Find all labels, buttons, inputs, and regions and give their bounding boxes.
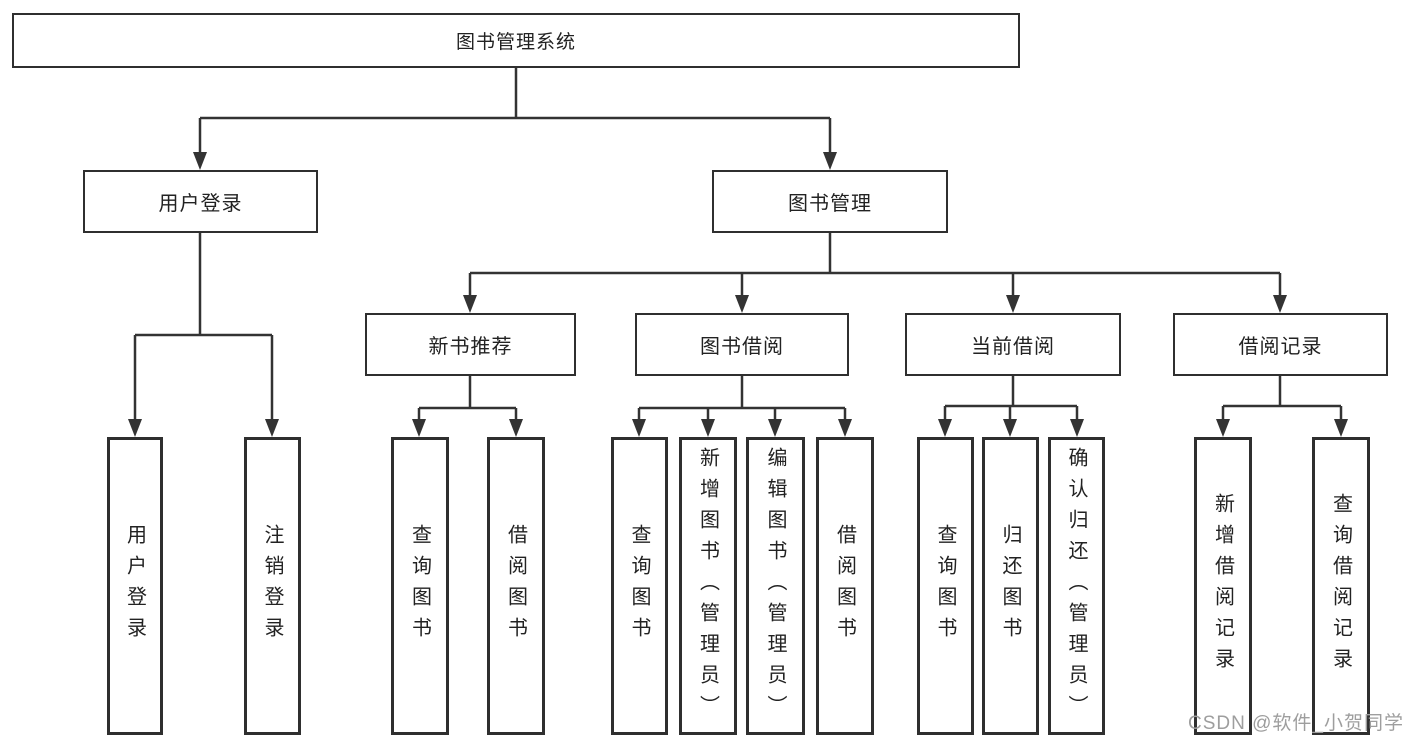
node-current-borrowing: 当前借阅 <box>905 313 1121 376</box>
arrow-icon <box>823 152 837 170</box>
arrow-icon <box>509 419 523 437</box>
arrow-icon <box>1003 419 1017 437</box>
connector-book-management <box>468 233 1282 295</box>
arrow-icon <box>463 295 477 313</box>
connector-user-login <box>133 233 274 419</box>
leaf-borrow-books-borrowing: 借阅图书 <box>816 437 874 735</box>
node-library-management-system: 图书管理系统 <box>12 13 1020 68</box>
leaf-query-borrow-record: 查询借阅记录 <box>1312 437 1370 735</box>
leaf-logout: 注销登录 <box>244 437 301 735</box>
arrow-icon <box>265 419 279 437</box>
connector-current-borrowing <box>943 376 1079 419</box>
leaf-return-books: 归还图书 <box>982 437 1039 735</box>
leaf-query-books-recommend: 查询图书 <box>391 437 449 735</box>
arrow-icon <box>1006 295 1020 313</box>
arrow-icon <box>193 152 207 170</box>
node-book-borrowing: 图书借阅 <box>635 313 849 376</box>
node-user-login: 用户登录 <box>83 170 318 233</box>
arrow-icon <box>735 295 749 313</box>
leaf-add-borrow-record: 新增借阅记录 <box>1194 437 1252 735</box>
node-book-management: 图书管理 <box>712 170 948 233</box>
leaf-edit-book-admin: 编辑图书（管理员） <box>746 437 805 735</box>
connector-root <box>198 68 832 152</box>
arrow-icon <box>128 419 142 437</box>
arrow-icon <box>768 419 782 437</box>
arrow-icon <box>412 419 426 437</box>
arrow-icon <box>938 419 952 437</box>
node-borrowing-records: 借阅记录 <box>1173 313 1388 376</box>
connector-book-borrowing <box>637 376 847 419</box>
connector-new-book-recommendation <box>417 376 518 419</box>
leaf-confirm-return-admin: 确认归还（管理员） <box>1048 437 1105 735</box>
leaf-borrow-books-recommend: 借阅图书 <box>487 437 545 735</box>
leaf-add-book-admin: 新增图书（管理员） <box>679 437 737 735</box>
arrow-icon <box>1334 419 1348 437</box>
watermark: CSDN @软件_小贺同学 <box>1188 713 1404 734</box>
arrow-icon <box>1216 419 1230 437</box>
arrow-icon <box>632 419 646 437</box>
leaf-user-login: 用户登录 <box>107 437 163 735</box>
connector-borrowing-records <box>1221 376 1343 419</box>
leaf-query-books-current: 查询图书 <box>917 437 974 735</box>
arrow-icon <box>838 419 852 437</box>
leaf-query-books-borrowing: 查询图书 <box>611 437 668 735</box>
arrow-icon <box>1273 295 1287 313</box>
arrow-icon <box>1070 419 1084 437</box>
arrow-icon <box>701 419 715 437</box>
node-new-book-recommendation: 新书推荐 <box>365 313 576 376</box>
